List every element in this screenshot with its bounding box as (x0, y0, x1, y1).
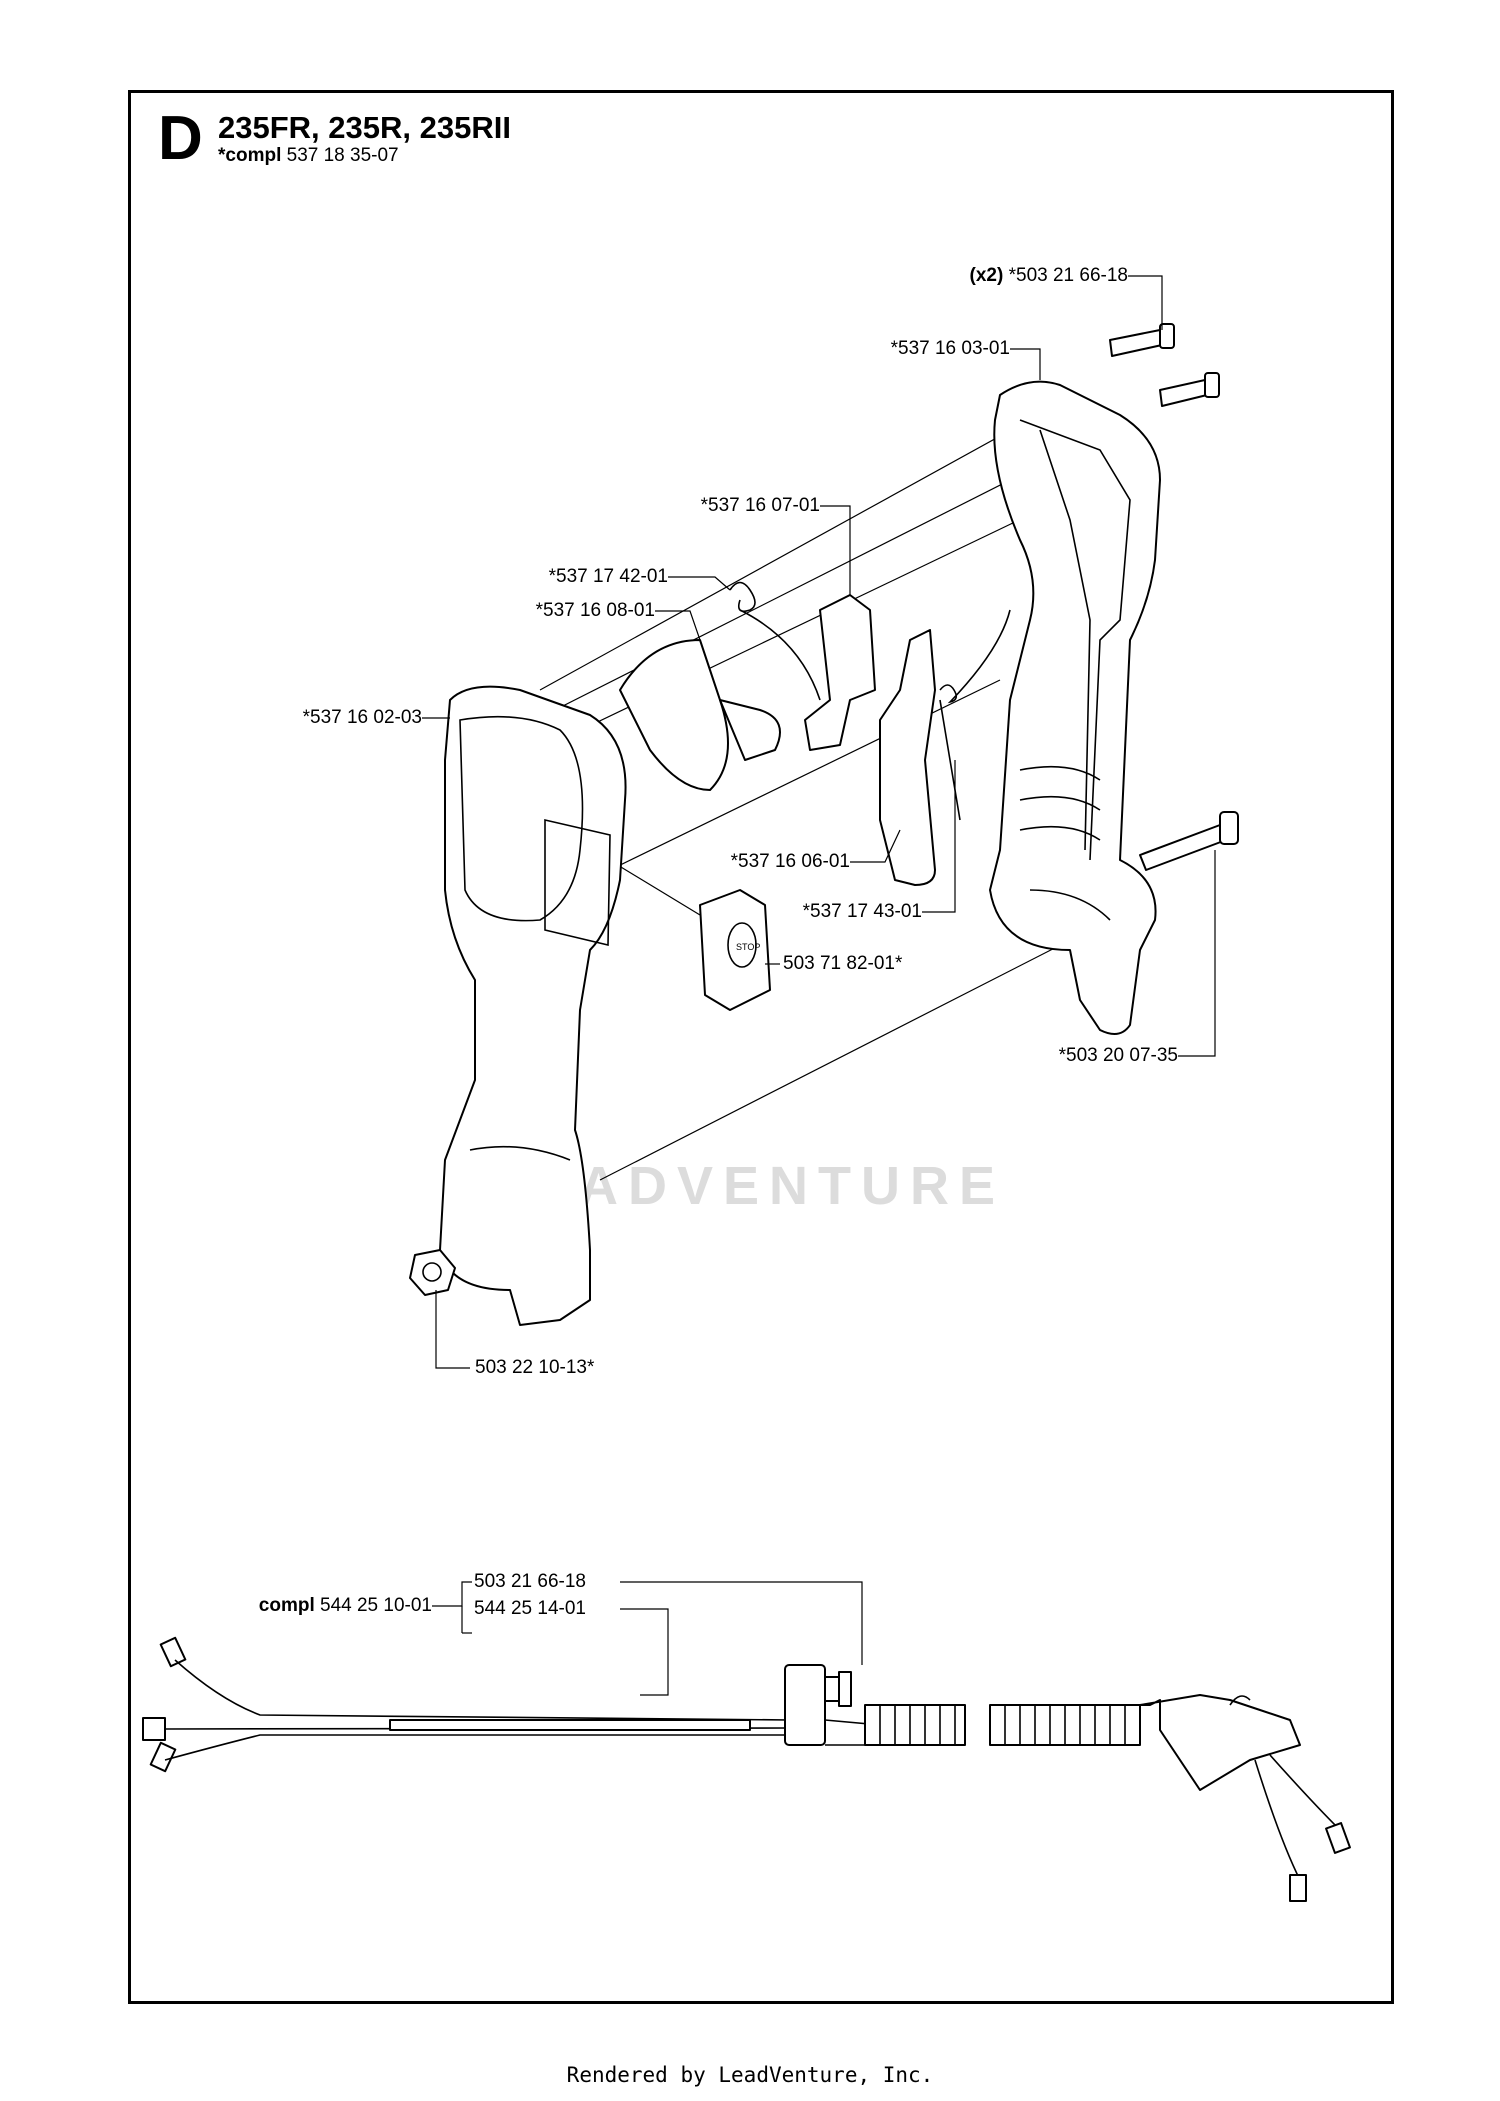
lever-small-shape (619, 639, 781, 791)
part-label-throttle-lock: *537 16 07-01 (700, 495, 820, 516)
throttle-trigger-shape (879, 629, 936, 886)
part-label-lever-small: *537 16 08-01 (535, 600, 655, 621)
leader-lines (422, 275, 1216, 1696)
harness-part-a-label: 503 21 66-18 (474, 1571, 586, 1592)
part-label-nut: 503 22 10-13* (475, 1357, 595, 1378)
top-screws (1109, 323, 1220, 407)
harness-compl-prefix: compl (258, 1595, 315, 1616)
springs (729, 581, 1011, 821)
part-label-screw-top: (x2) *503 21 66-18 (970, 265, 1128, 287)
stop-switch-shape: STOP (699, 889, 771, 1011)
stop-switch-text: STOP (736, 942, 760, 952)
harness-compl-label: compl 544 25 10-01 (259, 1595, 432, 1617)
part-label-right-housing: *537 16 03-01 (890, 338, 1010, 359)
screw-top-number: *503 21 66-18 (1008, 265, 1128, 286)
diagram-frame (128, 90, 1394, 2004)
part-label-spring-small: *537 17 42-01 (548, 566, 668, 587)
nut-shape (409, 1249, 456, 1296)
left-housing-shape (439, 685, 627, 1326)
part-label-stop-switch: 503 71 82-01* (783, 953, 903, 974)
part-label-left-housing: *537 16 02-03 (302, 707, 422, 728)
part-label-screw-long: *503 20 07-35 (1058, 1045, 1178, 1066)
harness-part-b-label: 544 25 14-01 (474, 1598, 586, 1619)
part-label-spring-return: *537 17 43-01 (802, 901, 922, 922)
long-screw-shape (1139, 811, 1239, 871)
screw-top-qty: (x2) (969, 265, 1004, 286)
footer-credit: Rendered by LeadVenture, Inc. (566, 2063, 934, 2087)
wiring-harness-shape (142, 1636, 1351, 1902)
compl-number: 537 18 35-07 (286, 145, 399, 166)
throttle-lock-shape (804, 594, 876, 751)
harness-compl-number: 544 25 10-01 (320, 1595, 432, 1616)
compl-prefix: *compl (218, 145, 282, 166)
compl-part-line: *compl 537 18 35-07 (218, 146, 399, 165)
section-letter: D (158, 104, 203, 173)
model-list: 235FR, 235R, 235RII (218, 110, 511, 145)
part-label-throttle-trigger: *537 16 06-01 (730, 851, 850, 872)
right-housing-shape (989, 380, 1161, 1035)
